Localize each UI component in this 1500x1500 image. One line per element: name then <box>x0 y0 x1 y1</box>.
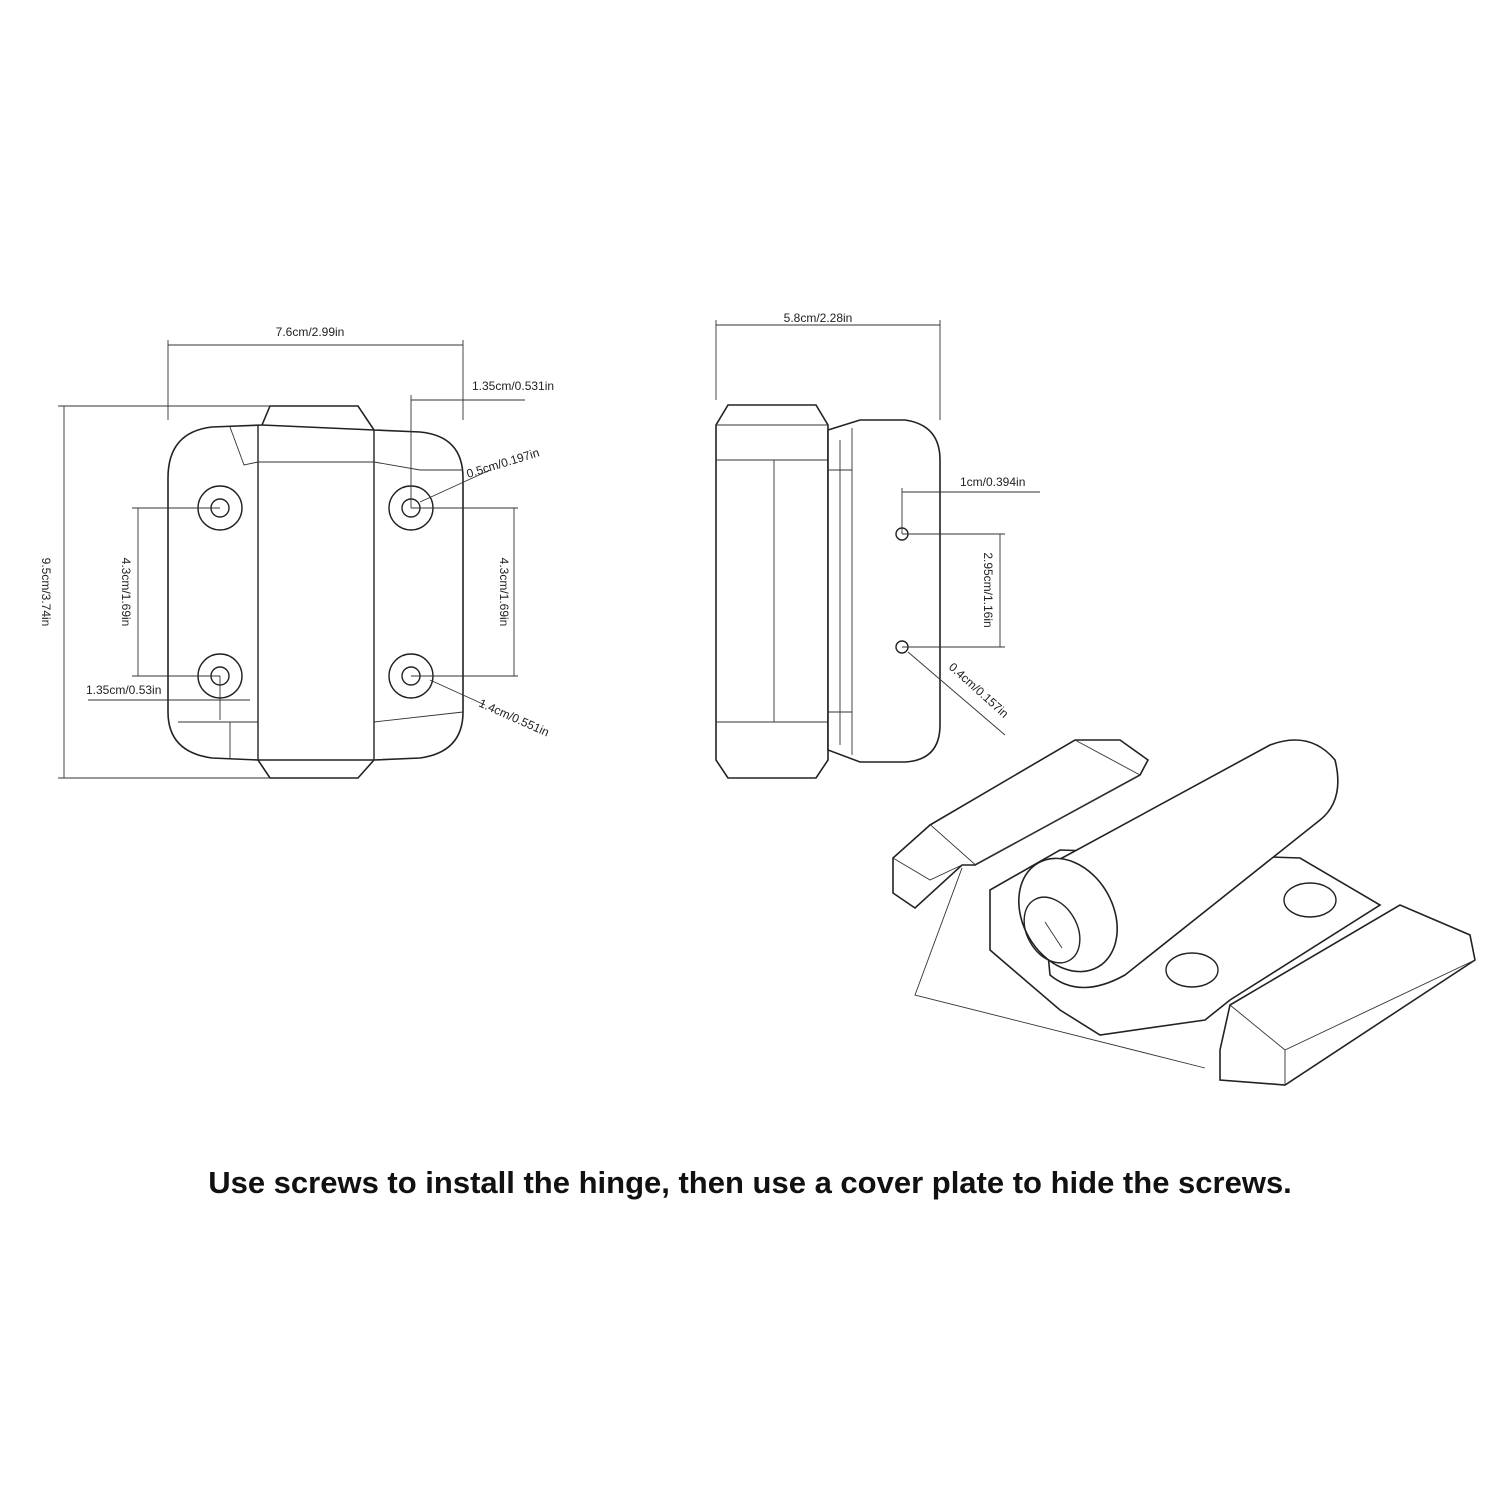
dim-label-front-counterbore: 1.4cm/0.551in <box>477 696 552 739</box>
front-band-bottom-bevel <box>178 711 464 758</box>
dim-front-edge-offset: 1.35cm/0.53in <box>86 676 250 720</box>
barrel-end-inner <box>1023 896 1081 964</box>
front-band-top-bevel <box>229 426 463 471</box>
dim-label-side-hole-diameter: 0.4cm/0.157in <box>946 660 1011 721</box>
dim-label-front-edge-offset: 1.35cm/0.53in <box>86 683 161 697</box>
side-barrel-detail <box>828 428 853 755</box>
dim-side-hole-offset: 1cm/0.394in <box>901 475 1040 534</box>
dim-label-side-hole-spacing: 2.95cm/1.16in <box>981 552 995 627</box>
dim-front-hole-spacing-left: 4.3cm/1.69in <box>119 507 220 677</box>
dim-side-hole-spacing: 2.95cm/1.16in <box>902 533 1005 648</box>
dim-front-height: 9.5cm/3.74in <box>39 405 270 779</box>
front-center-band <box>257 424 375 761</box>
caption-text: Use screws to install the hinge, then us… <box>208 1165 1292 1200</box>
barrel-slot <box>1044 921 1063 949</box>
dim-label-front-width: 7.6cm/2.99in <box>276 325 345 339</box>
dim-label-front-hole-diameter: 0.5cm/0.197in <box>465 445 541 480</box>
side-leaf-block <box>715 404 829 779</box>
assembly-leader <box>914 867 1206 1069</box>
front-view: 7.6cm/2.99in 9.5cm/3.74in 1.35cm/0.531in… <box>39 325 554 779</box>
right-leaf-edge <box>1229 959 1476 1085</box>
dim-label-front-hole-spacing-left: 4.3cm/1.69in <box>119 558 133 627</box>
dim-front-hole-offset: 1.35cm/0.531in <box>410 379 554 508</box>
dim-side-width: 5.8cm/2.28in <box>715 311 941 420</box>
dim-label-front-hole-offset: 1.35cm/0.531in <box>472 379 554 393</box>
base-hole <box>1283 882 1337 918</box>
base-hole <box>1165 952 1219 988</box>
side-barrel <box>827 419 941 763</box>
dim-label-side-width: 5.8cm/2.28in <box>784 311 853 325</box>
dim-label-front-hole-spacing-right: 4.3cm/1.69in <box>497 558 511 627</box>
isometric-view <box>892 739 1476 1086</box>
side-view: 5.8cm/2.28in 1cm/0.394in 2.95cm/1.16in 0… <box>715 311 1040 779</box>
barrel-end <box>1018 857 1118 973</box>
right-leaf <box>1219 904 1476 1086</box>
cover-plate-lip <box>892 824 975 910</box>
dim-front-width: 7.6cm/2.99in <box>167 325 464 420</box>
dim-label-front-height: 9.5cm/3.74in <box>39 558 53 627</box>
dim-front-hole-spacing-right: 4.3cm/1.69in <box>411 507 518 677</box>
cover-plate-edge <box>892 739 1141 881</box>
dim-label-side-hole-offset: 1cm/0.394in <box>960 475 1025 489</box>
front-plate-outline <box>167 405 464 779</box>
side-leaf-detail <box>716 424 828 723</box>
